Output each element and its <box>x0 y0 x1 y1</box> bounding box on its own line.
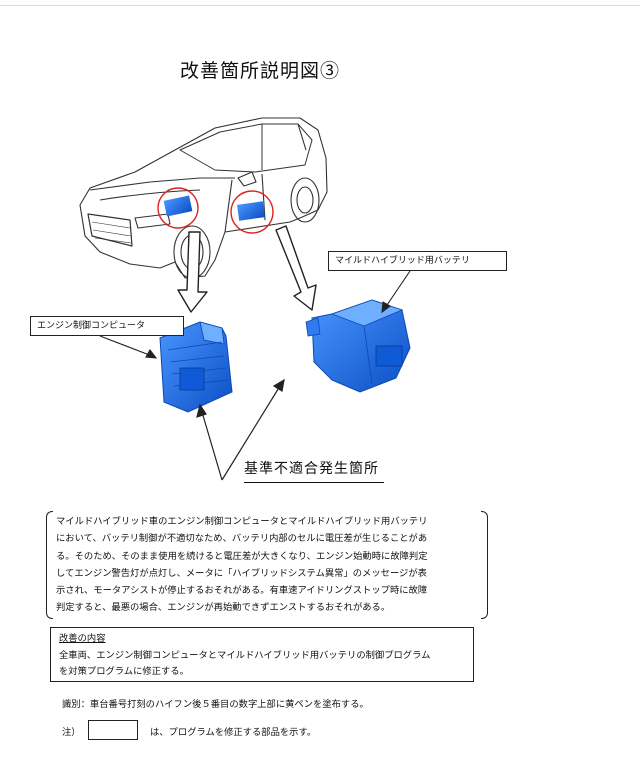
car-ecu-highlight <box>157 187 199 229</box>
red-circle-ecu <box>157 187 199 229</box>
note-text: は、プログラムを修正する部品を示す。 <box>150 727 317 738</box>
description-line: において、バッテリ制御が不適切なため、バッテリ内部のセルに電圧差が生じることがあ <box>56 533 428 545</box>
car-illustration <box>79 117 328 279</box>
arrow-to-battery <box>275 225 317 311</box>
description-line: 判定すると、最悪の場合、エンジンが再始動できずエンストするおそれがある。 <box>56 602 391 614</box>
page-title: 改善箇所説明図③ <box>179 60 340 82</box>
improvement-box: 改善の内容 全車両、エンジン制御コンピュータとマイルドハイブリッド用バッテリの制… <box>50 627 474 682</box>
illustration <box>79 117 411 481</box>
note-prefix: 注） <box>62 727 81 738</box>
leader-ecu <box>99 335 158 359</box>
fault-arrows <box>196 378 285 481</box>
note-legend-box <box>88 720 138 740</box>
battery-part <box>305 299 411 393</box>
improvement-line: を対策プログラムに修正する。 <box>59 666 189 677</box>
description-line: マイルドハイブリッド車のエンジン制御コンピュータとマイルドハイブリッド用バッテリ <box>56 516 428 527</box>
identification-text: 識別：車台番号打刻のハイフン後５番目の数字上部に黄ペンを塗布する。 <box>62 699 369 710</box>
improvement-heading: 改善の内容 <box>59 633 106 644</box>
bracket-right <box>481 511 488 619</box>
car-battery-highlight <box>230 190 274 234</box>
arrow-to-ecu <box>177 231 208 313</box>
battery-label: マイルドハイブリッド用バッテリ <box>328 251 507 271</box>
description-line: してエンジン警告灯が点灯し、メータに「ハイブリッドシステム異常」のメッセージが表 <box>56 567 427 579</box>
red-circle-battery <box>230 190 274 234</box>
leader-battery <box>381 270 411 314</box>
description-line: 示され、モータアシストが停止するおそれがある。有車速アイドリングストップ時に故障 <box>56 585 428 597</box>
fault-location-label: 基準不適合発生箇所 <box>244 458 384 483</box>
bracket-left <box>46 511 53 619</box>
improvement-line: 全車両、エンジン制御コンピュータとマイルドハイブリッド用バッテリの制御プログラム <box>59 649 431 661</box>
ecu-part <box>159 321 233 413</box>
description-line: る。そのため、そのまま使用を続けると電圧差が大きくなり、エンジン始動時に故障判定 <box>56 550 428 562</box>
description-block: マイルドハイブリッド車のエンジン制御コンピュータとマイルドハイブリッド用バッテリ… <box>46 511 488 619</box>
top-divider <box>0 5 640 6</box>
ecu-label: エンジン制御コンピュータ <box>30 316 184 336</box>
